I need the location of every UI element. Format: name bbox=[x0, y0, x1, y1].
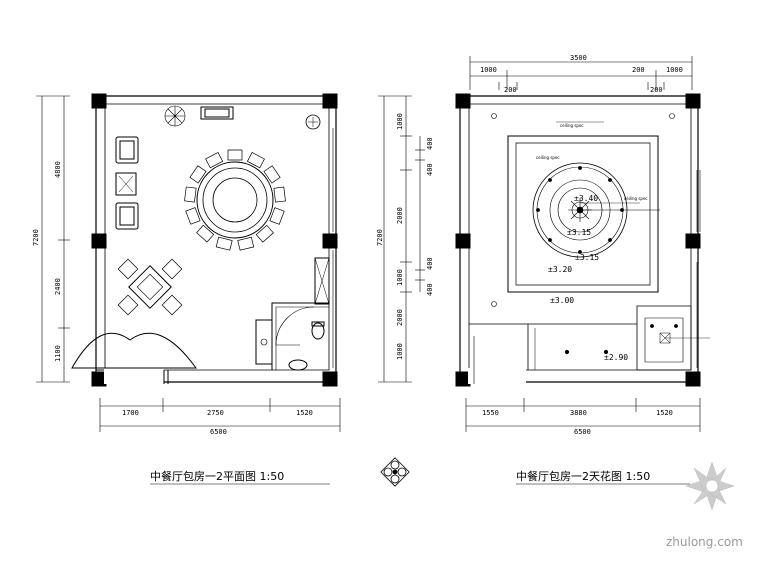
column bbox=[92, 94, 106, 108]
side-table-icon bbox=[306, 115, 320, 129]
right-bottom-dimensions bbox=[466, 398, 700, 432]
dim-label: 400 bbox=[426, 257, 434, 270]
left-plan-title: 中餐厅包房一2平面图 1:50 bbox=[150, 469, 284, 483]
ceiling-note: ceiling spec bbox=[560, 123, 584, 128]
partition-line bbox=[315, 258, 329, 304]
level-label: ±3.20 bbox=[548, 265, 572, 274]
armchair-icon bbox=[116, 137, 138, 163]
dim-label: 1000 bbox=[396, 343, 404, 360]
ceiling-level-labels: ±3.40 ±3.15 ±3.15 ±3.20 ±3.00 ±2.90 bbox=[548, 194, 628, 362]
level-label: ±3.00 bbox=[550, 296, 574, 305]
column bbox=[456, 372, 470, 386]
ceiling-inner-coffer bbox=[516, 143, 650, 285]
column bbox=[92, 234, 106, 248]
ceiling-notes: ceiling spec ceiling spec ceiling spec bbox=[536, 123, 648, 201]
round-dining-table bbox=[197, 162, 273, 238]
dim-label: 1000 bbox=[666, 66, 683, 74]
right-outer-wall bbox=[460, 96, 698, 382]
column bbox=[456, 234, 470, 248]
dim-total-label: 3500 bbox=[570, 54, 587, 62]
right-top-dimensions bbox=[470, 56, 692, 90]
ceiling-outer-coffer bbox=[508, 136, 658, 292]
level-label: ±3.15 bbox=[567, 228, 591, 237]
bathroom-door-swing bbox=[276, 307, 314, 345]
dim-label: 200 bbox=[650, 86, 663, 94]
bathroom-ceiling-inner bbox=[645, 318, 683, 362]
right-side-dimensions bbox=[378, 96, 425, 382]
right-plan-title: 中餐厅包房一2天花图 1:50 bbox=[516, 469, 650, 483]
ceiling-note: ceiling spec bbox=[536, 155, 560, 160]
dim-label: 1000 bbox=[396, 113, 404, 130]
dim-label: 400 bbox=[426, 283, 434, 296]
tv-cabinet bbox=[201, 107, 233, 119]
washbasin-icon bbox=[256, 320, 272, 364]
dim-label: 2400 bbox=[54, 278, 62, 295]
dim-label: 2000 bbox=[396, 309, 404, 326]
dim-label: 3880 bbox=[570, 409, 587, 417]
column bbox=[686, 372, 700, 386]
dim-total-label: 6500 bbox=[574, 428, 591, 436]
entrance-door-swing bbox=[72, 333, 196, 368]
card-table bbox=[118, 259, 182, 315]
dim-label: 1100 bbox=[54, 345, 62, 362]
tv-screen bbox=[205, 109, 229, 117]
downlight-icon bbox=[565, 325, 677, 354]
dim-total-label: 6500 bbox=[210, 428, 227, 436]
entrance-gap bbox=[468, 368, 526, 384]
dim-label: 2000 bbox=[396, 207, 404, 224]
dim-label: 1000 bbox=[396, 269, 404, 286]
dim-label: 400 bbox=[426, 163, 434, 176]
dim-label: 2750 bbox=[207, 409, 224, 417]
column bbox=[323, 94, 337, 108]
left-floor-plan bbox=[72, 94, 337, 386]
column bbox=[323, 234, 337, 248]
column bbox=[456, 94, 470, 108]
right-bottom-dim-labels: 1550 3880 1520 6500 bbox=[482, 409, 673, 436]
dim-label: 200 bbox=[504, 86, 517, 94]
entrance-gap bbox=[104, 368, 164, 384]
left-side-dim-labels: 4800 2400 1100 7200 bbox=[32, 161, 62, 362]
dim-label: 1000 bbox=[480, 66, 497, 74]
urinal-icon bbox=[288, 359, 308, 371]
ceiling-note: ceiling spec bbox=[624, 196, 648, 201]
level-label: ±2.90 bbox=[604, 353, 628, 362]
dim-label: 200 bbox=[632, 66, 645, 74]
left-bottom-dimensions bbox=[100, 398, 340, 432]
downlight-icon bbox=[536, 166, 623, 253]
right-ceiling-plan bbox=[456, 94, 710, 386]
dim-label: 400 bbox=[426, 137, 434, 150]
left-side-dimensions bbox=[36, 96, 70, 382]
left-inner-wall bbox=[105, 104, 329, 370]
side-cabinet-icon bbox=[116, 173, 136, 195]
right-top-dim-labels: 1000 3500 1000 200 200 200 bbox=[480, 54, 683, 94]
dim-label: 1550 bbox=[482, 409, 499, 417]
level-label: ±3.40 bbox=[574, 194, 598, 203]
column bbox=[686, 234, 700, 248]
column bbox=[686, 94, 700, 108]
compass-rose-icon bbox=[381, 458, 409, 486]
level-label: ±3.15 bbox=[575, 253, 599, 262]
dim-label: 1700 bbox=[122, 409, 139, 417]
dining-chairs bbox=[185, 150, 286, 250]
plant-icon bbox=[165, 106, 185, 126]
watermark-logo-icon bbox=[686, 462, 734, 510]
right-side-dim-labels: 1000 2000 1000 2000 1000 7200 400 400 40… bbox=[376, 113, 434, 360]
dim-label: 4800 bbox=[54, 161, 62, 178]
left-bottom-dim-labels: 1700 2750 1520 6500 bbox=[122, 409, 313, 436]
dim-label: 1520 bbox=[656, 409, 673, 417]
dim-total-label: 7200 bbox=[32, 229, 40, 246]
armchair-icon bbox=[116, 203, 138, 229]
watermark-text: zhulong.com bbox=[666, 535, 743, 549]
column bbox=[323, 372, 337, 386]
dim-total-label: 7200 bbox=[376, 229, 384, 246]
toilet-icon bbox=[311, 322, 325, 340]
partition-cabinet bbox=[315, 258, 329, 304]
corner-light-icon bbox=[492, 114, 675, 307]
dim-label: 1520 bbox=[296, 409, 313, 417]
column bbox=[92, 372, 106, 386]
